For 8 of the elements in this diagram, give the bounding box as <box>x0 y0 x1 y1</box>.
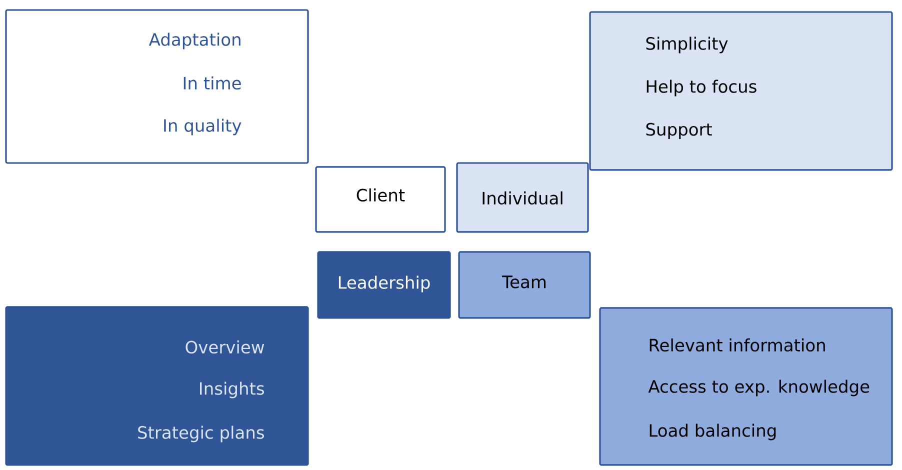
card: Team <box>458 251 591 319</box>
card: Relevant information Access to exp. knowledge Load balancing <box>599 307 893 466</box>
card: Adaptation In time In quality <box>5 9 309 164</box>
card: Client <box>315 166 446 233</box>
card: Overview Insights Strategic plans <box>5 306 309 466</box>
card: Simplicity Help to focus Support <box>589 11 893 171</box>
card: Leadership <box>317 251 451 319</box>
card: Individual <box>456 162 589 233</box>
